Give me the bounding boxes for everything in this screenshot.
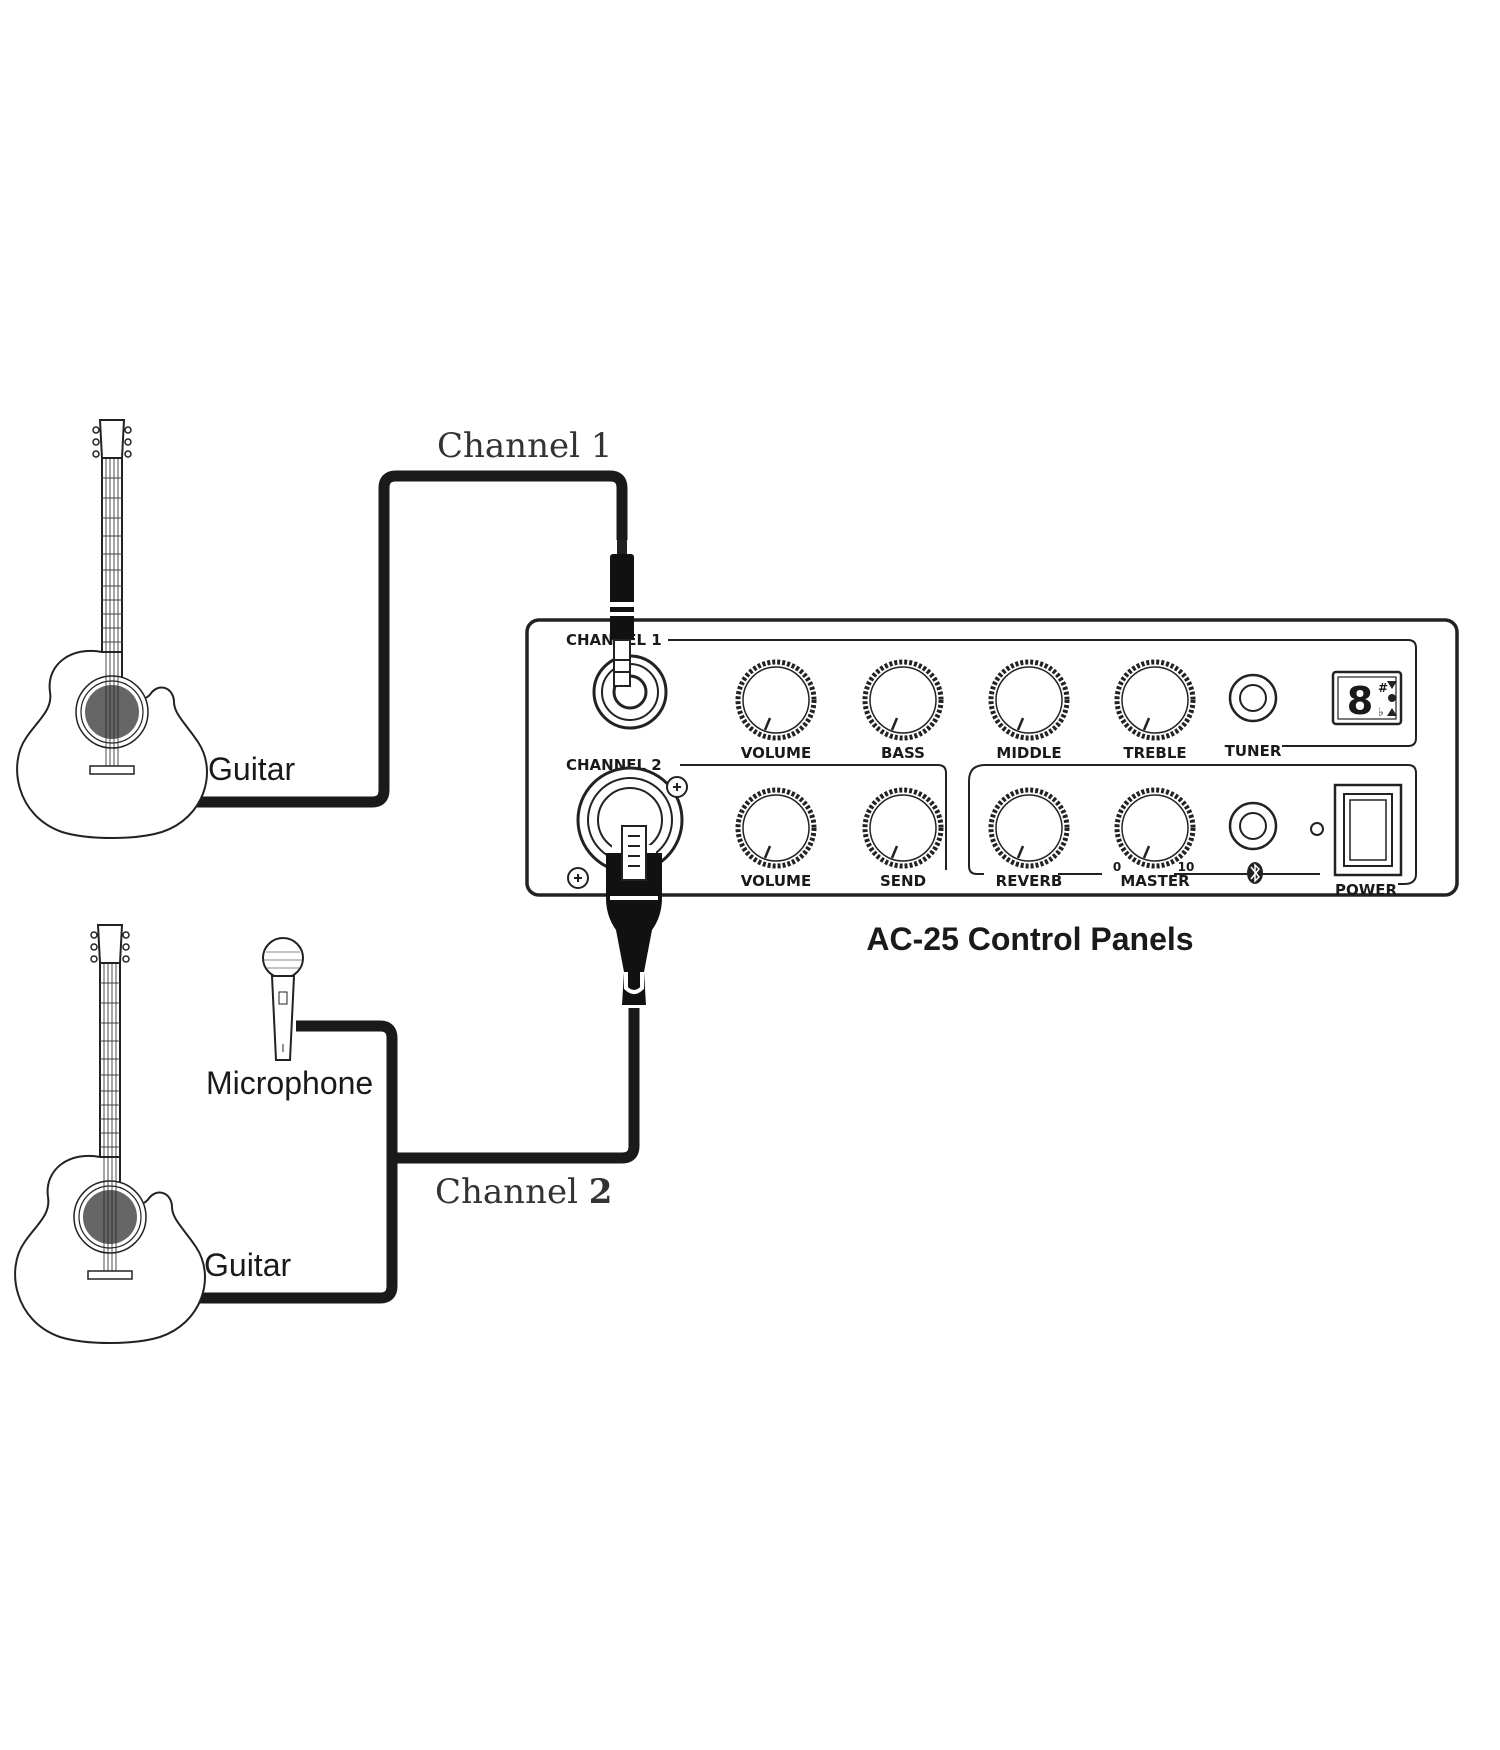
knob-pointer bbox=[890, 845, 899, 859]
master-min-label: 0 bbox=[1113, 860, 1121, 874]
knob-label-master: MASTER bbox=[1120, 872, 1190, 890]
guitar-bottom-label: Guitar bbox=[204, 1247, 291, 1283]
knob-bass[interactable] bbox=[862, 659, 944, 741]
knob-pointer bbox=[890, 717, 899, 731]
master-max-label: 10 bbox=[1178, 860, 1195, 874]
knob-pointer bbox=[1142, 717, 1151, 731]
knob-label-volume: VOLUME bbox=[741, 872, 811, 890]
knob-label-middle: MIDDLE bbox=[996, 744, 1061, 762]
channel2-xlr-plug-icon bbox=[606, 825, 662, 1005]
knob-label-treble: TREBLE bbox=[1123, 744, 1186, 762]
knob-label-volume: VOLUME bbox=[741, 744, 811, 762]
bluetooth-icon bbox=[1247, 862, 1263, 884]
power-switch[interactable] bbox=[1333, 783, 1403, 877]
knob-send[interactable] bbox=[862, 787, 944, 869]
tuner-button[interactable] bbox=[1228, 673, 1278, 723]
status-led bbox=[1310, 822, 1324, 836]
guitar-top-icon bbox=[16, 419, 208, 839]
tuner-sharp-icon: # bbox=[1378, 681, 1388, 695]
knob-master[interactable] bbox=[1114, 787, 1196, 869]
knob-pointer bbox=[1016, 845, 1025, 859]
channel2-cable-main bbox=[392, 1008, 640, 1164]
panel-title: AC-25 Control Panels bbox=[866, 921, 1193, 957]
channel2-caption: Channel 2 bbox=[435, 1172, 612, 1212]
knob-label-send: SEND bbox=[880, 872, 926, 890]
guitar-bottom-icon bbox=[14, 924, 206, 1344]
knob-pointer bbox=[1016, 717, 1025, 731]
knob-label-bass: BASS bbox=[881, 744, 925, 762]
bluetooth-pair-button[interactable] bbox=[1228, 801, 1278, 851]
channel1-cable bbox=[188, 470, 628, 808]
power-label: POWER bbox=[1335, 881, 1398, 899]
knob-pointer bbox=[763, 845, 772, 859]
knob-middle[interactable] bbox=[988, 659, 1070, 741]
tuner-display-digit: 8 bbox=[1347, 679, 1373, 723]
channel1-caption: Channel 1 bbox=[437, 426, 612, 466]
knob-volume[interactable] bbox=[735, 659, 817, 741]
tuner-label: TUNER bbox=[1225, 742, 1282, 760]
knob-volume[interactable] bbox=[735, 787, 817, 869]
guitar-top-label: Guitar bbox=[208, 751, 295, 787]
knob-reverb[interactable] bbox=[988, 787, 1070, 869]
knob-label-reverb: REVERB bbox=[996, 872, 1063, 890]
microphone-label: Microphone bbox=[206, 1065, 373, 1101]
tuner-display: 8 # ♭ bbox=[1331, 670, 1403, 726]
knob-treble[interactable] bbox=[1114, 659, 1196, 741]
knob-pointer bbox=[1142, 845, 1151, 859]
microphone-icon bbox=[262, 937, 304, 1061]
channel1-jack-plug-icon bbox=[610, 540, 634, 687]
knob-pointer bbox=[763, 717, 772, 731]
tuner-flat-icon: ♭ bbox=[1378, 705, 1384, 719]
channel2-combo-input[interactable] bbox=[567, 766, 688, 889]
